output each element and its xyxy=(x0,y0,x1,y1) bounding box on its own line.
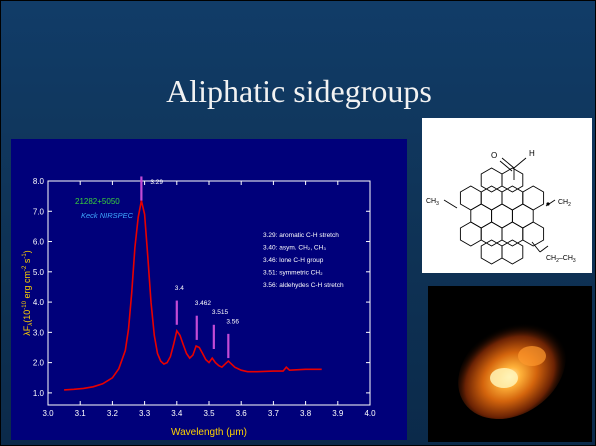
y-tick-label: 2.0 xyxy=(33,359,45,368)
x-tick-label: 3.6 xyxy=(236,409,248,418)
benzene-ring xyxy=(491,203,513,229)
feature-marker-label: 3.56 xyxy=(226,318,239,325)
y-tick-label: 3.0 xyxy=(33,328,45,337)
feature-marker-label: 3.462 xyxy=(195,300,212,307)
benzene-ring xyxy=(501,239,524,265)
aldehyde-pah-molecule-diagram: O H CH3 CH2 CH2–CH3 xyxy=(422,118,592,273)
group-ethyl: CH2–CH3 xyxy=(546,255,576,264)
y-tick-label: 8.0 xyxy=(33,177,45,186)
x-tick-label: 3.0 xyxy=(42,409,54,418)
atom-o: O xyxy=(491,151,497,160)
spectrum-line xyxy=(64,200,322,391)
x-axis-label: Wavelength (μm) xyxy=(171,427,247,438)
bond-ch3-left xyxy=(443,199,458,209)
instrument-label: Keck NIRSPEC xyxy=(81,211,134,220)
feature-marker-label: 3.515 xyxy=(212,309,229,316)
object-name: 21282+5050 xyxy=(75,197,120,206)
bond-co-1 xyxy=(501,157,515,169)
x-tick-label: 3.7 xyxy=(268,409,280,418)
benzene-ring xyxy=(522,185,545,211)
y-tick-label: 4.0 xyxy=(33,298,45,307)
benzene-ring xyxy=(459,221,482,247)
molecule-svg: O H CH3 CH2 CH2–CH3 xyxy=(426,149,576,265)
annotation-line: 3.40: asym. CH₂, CH₃ xyxy=(263,245,326,252)
benzene-ring xyxy=(480,221,503,247)
x-tick-label: 3.3 xyxy=(139,409,151,418)
benzene-ring xyxy=(480,167,503,193)
x-tick-label: 4.0 xyxy=(364,409,376,418)
benzene-ring xyxy=(511,203,534,229)
atom-h: H xyxy=(529,149,535,158)
group-ch3-left: CH3 xyxy=(426,198,439,207)
benzene-ring xyxy=(501,221,524,247)
annotation-line: 3.51: symmetric CH₂ xyxy=(263,270,323,277)
annotation-line: 3.46: lone C-H group xyxy=(263,257,324,264)
nebula-svg xyxy=(428,286,592,442)
radical-dot xyxy=(546,202,550,206)
x-tick-label: 3.2 xyxy=(107,409,119,418)
bond-ethyl-2 xyxy=(539,245,549,253)
y-tick-label: 5.0 xyxy=(33,268,45,277)
y-tick-label: 7.0 xyxy=(33,207,45,216)
slide-title: Aliphatic sidegroups xyxy=(166,73,432,109)
x-tick-label: 3.8 xyxy=(300,409,312,418)
x-tick-label: 3.4 xyxy=(171,409,183,418)
feature-marker-label: 3.4 xyxy=(175,285,184,292)
benzene-ring xyxy=(522,221,545,247)
feature-marker-label: 3.29 xyxy=(150,179,163,186)
benzene-ring xyxy=(501,185,524,211)
benzene-ring xyxy=(501,167,524,193)
nebula-image xyxy=(428,286,592,442)
annotation-line: 3.56: aldehydes C-H stretch xyxy=(263,282,344,289)
bond-co-2 xyxy=(499,160,513,172)
x-tick-label: 3.9 xyxy=(332,409,344,418)
y-tick-label: 6.0 xyxy=(33,238,45,247)
benzene-ring xyxy=(459,185,482,211)
annotation-line: 3.29: aromatic C-H stretch xyxy=(263,232,339,239)
nebula-core xyxy=(490,368,518,388)
y-axis-label: λFλ(10-10 erg cm-2 s-1) xyxy=(22,250,34,335)
nebula-lobe xyxy=(518,346,546,366)
benzene-ring xyxy=(480,239,503,265)
x-tick-label: 3.5 xyxy=(203,409,215,418)
benzene-ring xyxy=(480,185,503,211)
spectrum-chart: 1.0 2.0 3.0 4.0 5.0 6.0 7.0 8.0 3.0 3.1 3.2 3.3 3.4… xyxy=(11,139,407,440)
benzene-ring xyxy=(470,203,493,229)
bond-ch xyxy=(513,157,527,169)
x-tick-label: 3.1 xyxy=(75,409,87,418)
chart-svg: 1.0 2.0 3.0 4.0 5.0 6.0 7.0 8.0 3.0 3.1 3.2 3.3 3.4… xyxy=(22,176,376,438)
group-ch2-right: CH2 xyxy=(558,199,571,208)
bond-ethyl xyxy=(531,241,541,253)
y-tick-label: 1.0 xyxy=(33,389,45,398)
